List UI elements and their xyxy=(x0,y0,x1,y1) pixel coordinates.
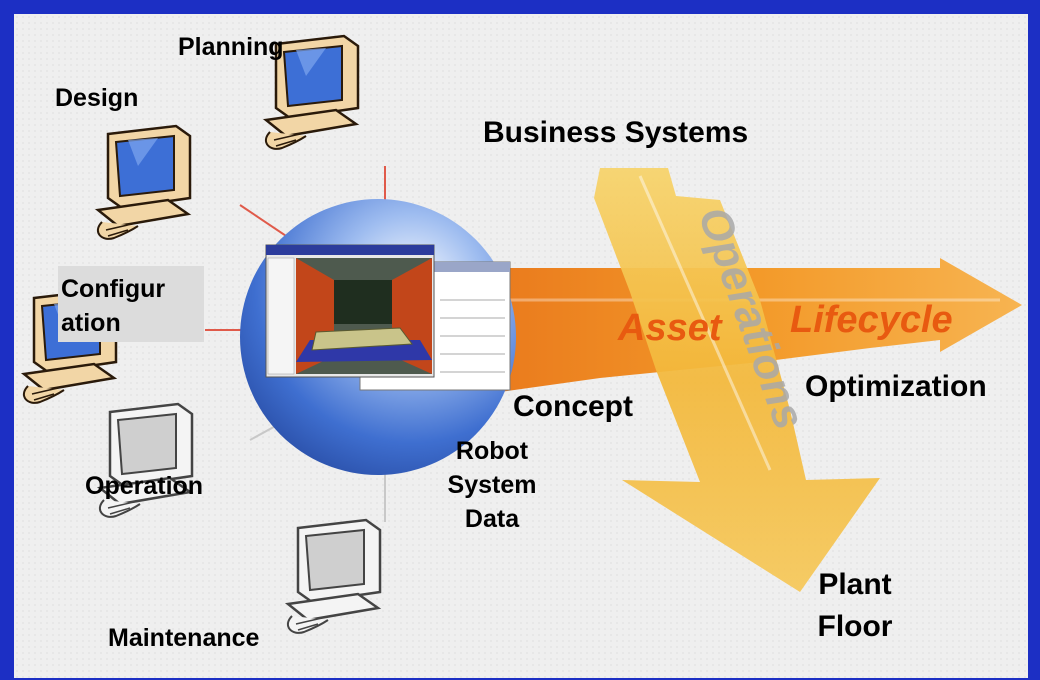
design-label: Design xyxy=(55,84,139,112)
configuration-label-line2: ation xyxy=(61,309,121,337)
robot-label-line1: Robot xyxy=(455,437,529,465)
business-systems-label: Business Systems xyxy=(483,116,749,149)
operations-arrow xyxy=(594,168,880,592)
configuration-label-line1: Configur xyxy=(61,275,166,303)
planning-label: Planning xyxy=(178,33,284,61)
computer-workstation-icon xyxy=(286,518,382,635)
plant-floor-label: Plant Floor xyxy=(795,564,915,648)
concept-label: Concept xyxy=(513,390,633,423)
computer-workstation-icon xyxy=(96,124,192,241)
plant-floor-line2: Floor xyxy=(817,610,893,643)
robot-system-data-label: Robot System Data xyxy=(432,434,552,536)
robot-label-line3: Data xyxy=(464,505,520,533)
operation-label: Operation xyxy=(85,472,204,500)
configuration-label-box xyxy=(58,266,204,342)
robot-software-screenshot xyxy=(265,244,511,391)
plant-floor-line1: Plant xyxy=(818,568,892,601)
maintenance-label: Maintenance xyxy=(108,624,260,652)
vertical-highlight xyxy=(638,175,772,471)
robot-label-line2: System xyxy=(447,471,537,499)
configuration-label: Configur ation xyxy=(61,272,165,340)
asset-label: Asset xyxy=(617,307,723,349)
optimization-label: Optimization xyxy=(805,370,987,403)
lifecycle-label: Lifecycle xyxy=(790,299,953,341)
